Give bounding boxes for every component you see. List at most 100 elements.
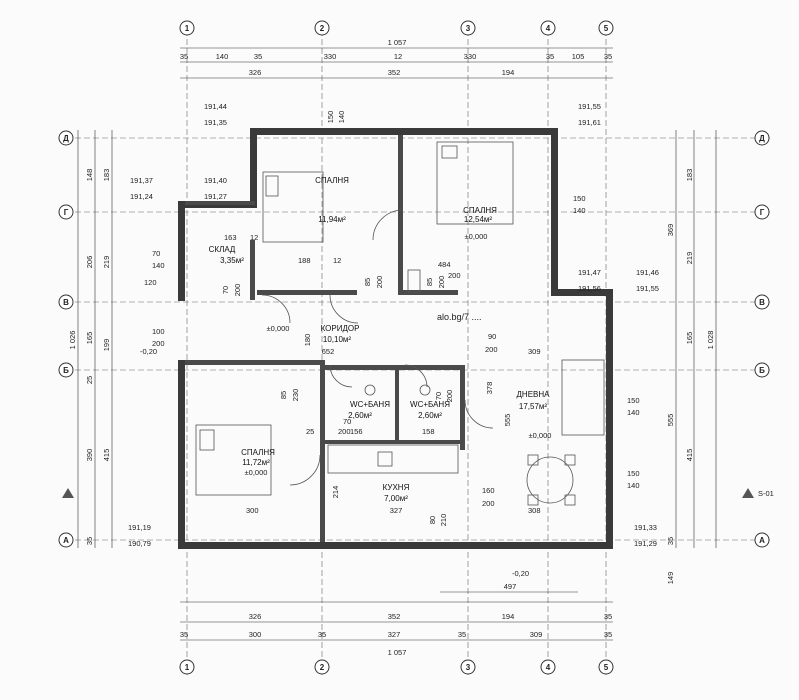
- inner-dim-10: 308: [528, 506, 541, 515]
- level-10: 191,56: [578, 284, 601, 293]
- top-dim-2: 140: [216, 52, 229, 61]
- axis-label-4-bottom: 4: [546, 663, 551, 672]
- level-16: 191,29: [634, 539, 657, 548]
- room-living-level: ±0,000: [529, 431, 552, 440]
- room-kitchen-name: КУХНЯ: [383, 483, 410, 492]
- level-6: 191,27: [204, 192, 227, 201]
- inner-dim-6: 180: [303, 334, 312, 347]
- top-dim-3: 35: [254, 52, 262, 61]
- opening-7: 150: [627, 469, 640, 478]
- axis-label-b: Б: [63, 366, 69, 375]
- left-dim-total: 1 026: [68, 331, 77, 350]
- left-dim-1: 148: [85, 169, 94, 182]
- axis-label-g-right: Г: [760, 208, 765, 217]
- opening-15: 85: [363, 278, 372, 286]
- level-11: 191,46: [636, 268, 659, 277]
- opening-29: 160: [482, 486, 495, 495]
- inner-dim-4: 12: [333, 256, 341, 265]
- inner-dim-12: 214: [331, 486, 340, 499]
- inner-dim-14: 158: [422, 427, 435, 436]
- level-3: 191,37: [130, 176, 153, 185]
- level-2: 191,35: [204, 118, 227, 127]
- bottom-dim-3: 35: [318, 630, 326, 639]
- opening-25: 70: [343, 417, 351, 426]
- opening-17: 85: [425, 278, 434, 286]
- opening-1: 150: [326, 111, 335, 124]
- bottom-row2-1: 326: [249, 612, 262, 621]
- level-12: 191,55: [636, 284, 659, 293]
- room-bedroom-3-level: ±0,000: [245, 468, 268, 477]
- right-dim-3: 219: [685, 252, 694, 265]
- room-corridor-level: ±0,000: [267, 324, 290, 333]
- right-dim-7: 35: [666, 537, 675, 545]
- room-corridor-name: КОРИДОР: [321, 324, 360, 333]
- room-bedroom-1-area: 11,94м²: [318, 215, 346, 224]
- opening-19: 484: [438, 260, 451, 269]
- level-18: -0,20: [512, 569, 529, 578]
- room-bedroom-2-area: 12,54м²: [464, 215, 493, 224]
- bottom-total-dim: 1 057: [388, 648, 407, 657]
- top-dim-9: 35: [604, 52, 612, 61]
- inner-dim-13: 156: [350, 427, 363, 436]
- axis-label-b-right: Б: [759, 366, 765, 375]
- level-9: 191,47: [578, 268, 601, 277]
- room-living-area: 17,57м²: [519, 402, 548, 411]
- opening-22: 200: [485, 345, 498, 354]
- room-bath-2-area: 2,60м²: [418, 411, 442, 420]
- top-dimension-lines: 1 057 35 140 35 330 12 330 35 105 35 326…: [180, 38, 613, 79]
- axis-label-2: 2: [320, 24, 325, 33]
- opening-6: 140: [627, 408, 640, 417]
- right-dim-2: 369: [666, 224, 675, 237]
- level-14: 190,79: [128, 539, 151, 548]
- room-bedroom-2-name: СПАЛНЯ: [463, 206, 497, 215]
- axis-label-d: Д: [63, 134, 69, 143]
- left-dimension-lines: 148 183 206 219 165 199 1 026 25 390 415…: [68, 130, 113, 548]
- top-dim-1: 35: [180, 52, 188, 61]
- top-dim-row2-2: 352: [388, 68, 401, 77]
- furniture: [195, 141, 605, 506]
- opening-3: 150: [573, 194, 586, 203]
- inner-dim-1: 163: [224, 233, 237, 242]
- top-dim-7: 35: [546, 52, 554, 61]
- opening-9: 70: [152, 249, 160, 258]
- left-dim-4: 219: [102, 256, 111, 269]
- inner-dim-11: 300: [246, 506, 259, 515]
- right-dim-1: 183: [685, 169, 694, 182]
- room-bath-1-name: WC+БАНЯ: [350, 400, 390, 409]
- opening-24: 230: [291, 389, 300, 402]
- opening-18: 200: [437, 276, 446, 289]
- room-storage-name: СКЛАД: [209, 245, 236, 254]
- bottom-dim-6: 309: [530, 630, 543, 639]
- opening-13: 70: [221, 286, 230, 294]
- axis-label-5-bottom: 5: [604, 663, 609, 672]
- left-dim-10: 35: [85, 537, 94, 545]
- axis-label-1-bottom: 1: [185, 663, 190, 672]
- axis-label-v: В: [63, 298, 69, 307]
- axis-label-g: Г: [64, 208, 69, 217]
- axis-label-d-right: Д: [759, 134, 765, 143]
- axis-markers-bottom: 1 2 3 4 5: [179, 659, 614, 675]
- left-dim-5: 165: [85, 332, 94, 345]
- inner-dimensions: 163 12 188 12 120 180 378 555 309 308 30…: [144, 233, 541, 515]
- opening-31: 80: [428, 516, 437, 524]
- level-17: -0,20: [140, 347, 157, 356]
- left-dim-7: 25: [85, 376, 94, 384]
- room-bedroom-2-level: ±0,000: [465, 232, 488, 241]
- level-7: 191,55: [578, 102, 601, 111]
- top-dim-5: 12: [394, 52, 402, 61]
- bottom-dim-4: 327: [388, 630, 401, 639]
- level-15: 191,33: [634, 523, 657, 532]
- axis-label-a: А: [63, 536, 69, 545]
- room-bath-2-name: WC+БАНЯ: [410, 400, 450, 409]
- inner-dim-8: 555: [503, 414, 512, 427]
- opening-20: 200: [448, 271, 461, 280]
- doors: [261, 209, 494, 486]
- bottom-extra-dim: 497: [504, 582, 517, 591]
- top-dim-6: 330: [464, 52, 477, 61]
- left-dim-9: 415: [102, 449, 111, 462]
- right-dim-5: 555: [666, 414, 675, 427]
- level-8: 191,61: [578, 118, 601, 127]
- right-dim-6: 415: [685, 449, 694, 462]
- inner-dim-15: 25: [306, 427, 314, 436]
